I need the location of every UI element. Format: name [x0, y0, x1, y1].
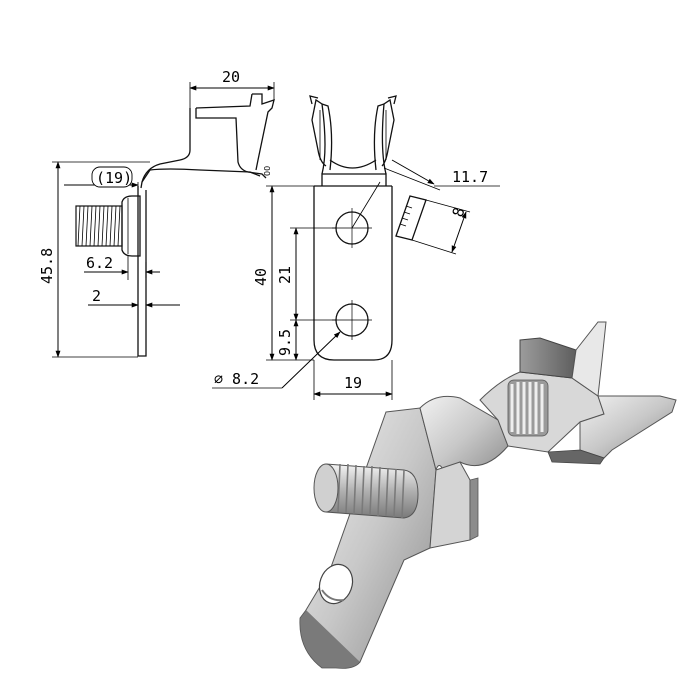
stud-threads — [337, 463, 405, 519]
spring-coils — [507, 379, 549, 437]
dim-width-top: 20 — [222, 68, 240, 86]
thread-lines — [77, 205, 121, 247]
dim-height-40: 40 — [252, 268, 270, 286]
dim-tab-width: 19 — [344, 374, 362, 392]
isometric-view — [299, 321, 677, 669]
front-view-dimensions: 11.7 8 40 21 9.5 ⌀ 8.2 19 — [212, 159, 500, 400]
dim-flange-width: 11.7 — [452, 168, 488, 186]
side-view: 00 — [75, 93, 275, 357]
dim-hole-spacing: 21 — [276, 266, 294, 284]
dim-hole-offset: 9.5 — [276, 329, 294, 356]
svg-text:00: 00 — [263, 166, 272, 176]
dim-stud-offset: 6.2 — [86, 254, 113, 272]
dim-ref-width: (19) — [96, 169, 132, 187]
dim-hole-diameter: ⌀ 8.2 — [214, 370, 259, 388]
dim-thickness: 2 — [92, 287, 101, 305]
dim-flange-height: 8 — [449, 205, 469, 219]
dim-overall-height: 45.8 — [38, 248, 56, 284]
side-view-dimensions: 20 (19) 45.8 6.2 2 — [38, 68, 275, 358]
